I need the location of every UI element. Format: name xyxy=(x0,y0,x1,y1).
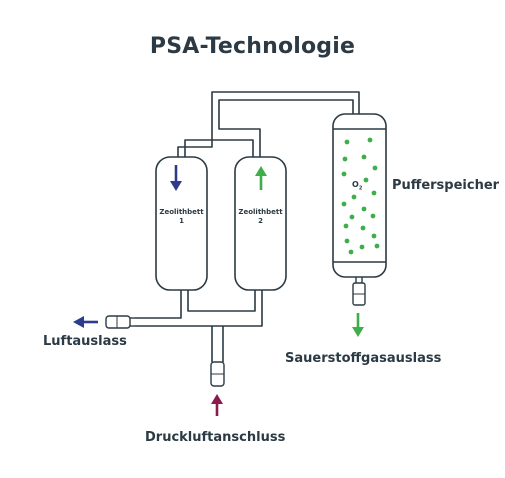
oxygen-dot xyxy=(363,177,369,183)
bed-1-number: 1 xyxy=(179,217,184,225)
inlet-arrow xyxy=(211,394,223,416)
oxygen-dot xyxy=(349,214,355,220)
oxygen-dot xyxy=(361,206,367,212)
oxygen-dot xyxy=(359,244,365,250)
bed-1-name: Zeolithbett xyxy=(159,208,204,216)
zeolite-bed-1 xyxy=(155,156,208,291)
oxygen-dot xyxy=(343,223,349,229)
oxygen-dot xyxy=(370,213,376,219)
oxygen-dot xyxy=(341,171,347,177)
oxygen-dot xyxy=(351,194,357,200)
buffer-tank xyxy=(332,113,387,278)
oxygen-outlet-arrow xyxy=(352,313,364,337)
bed-2-name: Zeolithbett xyxy=(238,208,283,216)
oxygen-dot xyxy=(342,156,348,162)
oxygen-outlet-label: Sauerstoffgasauslass xyxy=(285,351,442,366)
bed-1-down-arrow xyxy=(170,165,182,191)
buffer-tank-label: Pufferspeicher xyxy=(392,178,500,193)
oxygen-dot xyxy=(344,139,350,145)
oxygen-dot xyxy=(367,137,373,143)
pipe-bottom-right xyxy=(135,290,263,327)
oxygen-dot xyxy=(348,249,354,255)
exhaust-label: Luftauslass xyxy=(43,334,127,349)
pipe-bottom-outer xyxy=(135,290,182,319)
oxygen-symbol: O2 xyxy=(352,180,363,192)
bed-1-label: Zeolithbett 1 xyxy=(156,208,207,226)
pipe-bottom-inner xyxy=(187,290,256,312)
bed-2-label: Zeolithbett 2 xyxy=(235,208,286,226)
oxygen-dot xyxy=(361,154,367,160)
oxygen-dot xyxy=(372,165,378,171)
compressed-air-label: Druckluftanschluss xyxy=(145,430,286,445)
bed-2-up-arrow xyxy=(255,166,267,190)
pipe-inner-top xyxy=(218,99,354,157)
diagram-title: PSA-Technologie xyxy=(149,34,356,59)
oxygen-dot xyxy=(341,201,347,207)
oxygen-dot xyxy=(374,243,380,249)
oxygen-dot xyxy=(371,190,377,196)
oxygen-dot xyxy=(344,238,350,244)
oxygen-dots xyxy=(341,137,380,255)
zeolite-bed-2 xyxy=(234,156,287,291)
oxygen-dot xyxy=(360,225,366,231)
pipe-outer-top xyxy=(177,91,360,157)
oxygen-dot xyxy=(371,233,377,239)
exhaust-fitting xyxy=(105,315,131,329)
pipe-bed1-top xyxy=(184,139,254,157)
bed-2-number: 2 xyxy=(258,217,263,225)
exhaust-arrow xyxy=(73,316,98,328)
